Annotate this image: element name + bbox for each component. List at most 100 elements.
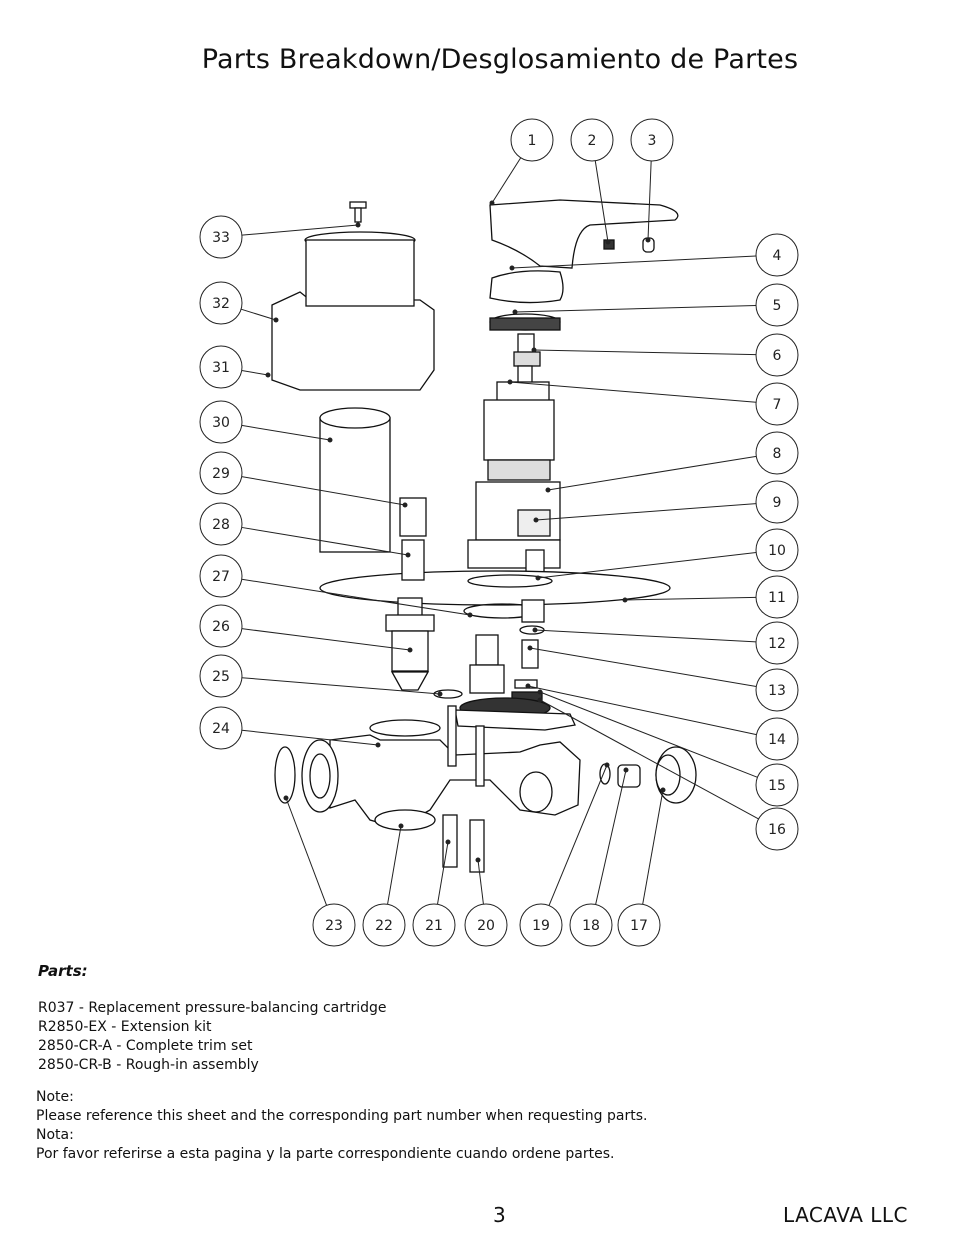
callout-number: 25: [212, 669, 230, 685]
callout-circle: [755, 717, 799, 761]
callout-number: 3: [648, 133, 657, 149]
callout-26: 26: [199, 604, 243, 648]
callout-circle: [199, 451, 243, 495]
callout-leader-25: [241, 677, 441, 695]
callout-leader-33: [241, 224, 359, 236]
callout-dot-17: [660, 787, 666, 793]
callout-leader-24: [241, 729, 379, 746]
callout-14: 14: [755, 717, 799, 761]
callout-dot-6: [531, 347, 537, 353]
callout-6: 6: [755, 333, 799, 377]
callout-dot-3: [645, 237, 651, 243]
callout-number: 21: [425, 918, 443, 934]
callout-number: 20: [477, 918, 495, 934]
callout-circle: [199, 554, 243, 598]
callout-circle: [755, 668, 799, 712]
callout-dot-4: [509, 265, 515, 271]
callout-number: 7: [773, 397, 782, 413]
callout-leader-17: [642, 789, 664, 905]
callout-27: 27: [199, 554, 243, 598]
callout-circle: [570, 118, 614, 162]
callout-dot-22: [398, 823, 404, 829]
callout-leader-26: [241, 628, 411, 651]
callout-number: 17: [630, 918, 648, 934]
callout-11: 11: [755, 575, 799, 619]
note-label: Note:: [36, 1089, 74, 1105]
callout-circle: [464, 903, 508, 947]
callout-number: 18: [582, 918, 600, 934]
callout-number: 27: [212, 569, 230, 585]
callout-circle: [755, 233, 799, 277]
callout-4: 4: [755, 233, 799, 277]
callout-9: 9: [755, 480, 799, 524]
callout-dot-12: [532, 627, 538, 633]
callout-dot-2: [605, 239, 611, 245]
callout-circle: [755, 528, 799, 572]
callout-leader-19: [548, 764, 608, 906]
callout-number: 32: [212, 296, 230, 312]
callout-leader-5: [514, 305, 757, 313]
callout-leader-22: [387, 825, 402, 905]
callout-dot-10: [535, 575, 541, 581]
callout-leader-2: [594, 160, 609, 243]
callout-dot-8: [545, 487, 551, 493]
callout-23: 23: [312, 903, 356, 947]
callout-circle: [199, 345, 243, 389]
callout-dot-26: [407, 647, 413, 653]
callout-circle: [755, 382, 799, 426]
callout-8: 8: [755, 431, 799, 475]
callout-1: 1: [510, 118, 554, 162]
callout-leader-9: [535, 503, 757, 521]
callout-circle: [617, 903, 661, 947]
callout-19: 19: [519, 903, 563, 947]
callout-7: 7: [755, 382, 799, 426]
callout-dot-24: [375, 742, 381, 748]
callout-dot-30: [327, 437, 333, 443]
callout-circle: [199, 502, 243, 546]
callout-number: 33: [212, 230, 230, 246]
callout-12: 12: [755, 621, 799, 665]
callout-number: 11: [768, 590, 786, 606]
callout-leader-18: [595, 769, 627, 905]
callout-dot-15: [537, 689, 543, 695]
callout-21: 21: [412, 903, 456, 947]
callout-leader-23: [285, 797, 328, 906]
callout-circle: [755, 333, 799, 377]
callout-number: 5: [773, 298, 782, 314]
callout-dot-19: [604, 762, 610, 768]
callout-leader-4: [511, 255, 757, 269]
callout-15: 15: [755, 763, 799, 807]
callout-dot-23: [283, 795, 289, 801]
callout-circle: [755, 283, 799, 327]
callout-2: 2: [570, 118, 614, 162]
callout-leader-10: [537, 551, 757, 579]
callout-leader-29: [241, 476, 406, 506]
callout-number: 8: [773, 446, 782, 462]
part-item: R037 - Replacement pressure-balancing ca…: [38, 1000, 387, 1016]
callout-leader-1: [491, 157, 522, 204]
callout-leader-8: [547, 455, 757, 491]
callout-10: 10: [755, 528, 799, 572]
callout-31: 31: [199, 345, 243, 389]
callout-circle: [362, 903, 406, 947]
callout-dot-31: [265, 372, 271, 378]
callout-number: 14: [768, 732, 786, 748]
callout-leader-21: [436, 841, 449, 905]
callout-circle: [519, 903, 563, 947]
callout-dot-13: [527, 645, 533, 651]
callout-3: 3: [630, 118, 674, 162]
callout-dot-33: [355, 222, 361, 228]
page-number: 3: [493, 1203, 506, 1227]
callout-circle: [755, 575, 799, 619]
note-text: Please reference this sheet and the corr…: [36, 1108, 648, 1124]
callout-dot-9: [533, 517, 539, 523]
nota-label: Nota:: [36, 1127, 74, 1143]
callout-24: 24: [199, 706, 243, 750]
callout-number: 19: [532, 918, 550, 934]
callout-number: 9: [773, 495, 782, 511]
callout-28: 28: [199, 502, 243, 546]
callout-leader-32: [240, 308, 277, 321]
callout-leader-7: [509, 381, 757, 403]
